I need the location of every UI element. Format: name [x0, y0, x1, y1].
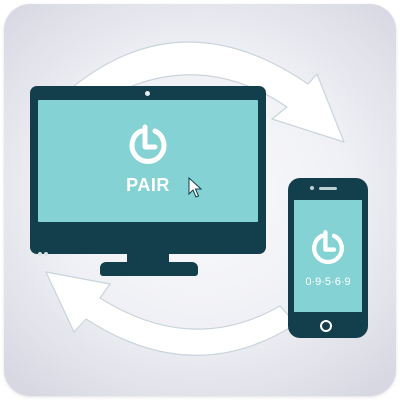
pairing-illustration: PAIR 0·9·5·6·9	[4, 4, 396, 396]
smartphone: 0·9·5·6·9	[288, 178, 368, 338]
sync-arrows-icon	[45, 41, 345, 356]
pointer-cursor-icon	[188, 177, 202, 198]
monitor-stand-neck	[127, 254, 169, 264]
pairing-code: 0·9·5·6·9	[305, 276, 351, 288]
desktop-monitor: PAIR	[30, 86, 266, 256]
pair-button[interactable]: PAIR	[126, 175, 170, 195]
monitor-screen: PAIR	[38, 100, 258, 222]
monitor-camera	[145, 91, 150, 96]
monitor-indicator-lights	[38, 243, 50, 261]
power-icon	[312, 230, 344, 265]
power-icon	[129, 124, 167, 164]
phone-camera	[310, 186, 314, 190]
home-button-icon[interactable]	[320, 320, 332, 332]
phone-speaker	[319, 187, 337, 190]
monitor-stand-base	[100, 262, 198, 276]
phone-screen: 0·9·5·6·9	[294, 200, 362, 312]
